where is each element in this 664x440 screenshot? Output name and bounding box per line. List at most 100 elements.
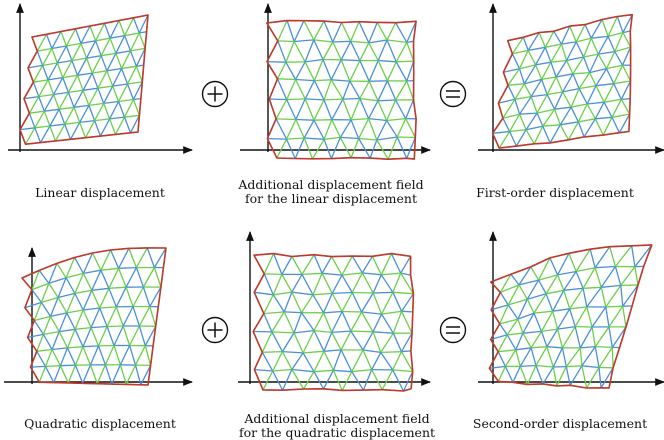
mesh-edge [275,99,288,120]
mesh-edge [283,291,293,313]
mesh-edge [517,312,535,320]
mesh-edge [74,309,84,330]
mesh-edge [341,292,353,312]
mesh-edge [65,257,76,279]
mesh-edge [517,318,524,334]
mesh-edge [351,255,363,274]
mesh-edge [518,284,528,300]
mesh-edge [85,57,93,74]
mesh-edge [591,35,609,39]
mesh-edge [34,127,42,143]
mesh-edge [91,55,102,74]
mesh-edge [361,311,382,315]
mesh-edge [605,68,615,84]
mesh-edge [302,352,315,373]
mesh-edge [263,311,285,315]
mesh-edge [118,98,134,103]
mesh-edge [567,121,579,141]
mesh-edge [350,40,369,44]
mesh-edge [634,244,653,268]
mesh-edge [531,346,547,349]
mesh-edge [110,249,120,269]
mesh-edge [350,117,369,121]
mesh-edge [82,90,90,106]
mesh-edge [507,83,525,86]
mesh-edge [33,302,43,321]
mesh-edge [106,326,115,346]
mesh-edge [286,98,306,101]
mesh-edge [340,136,359,140]
mesh-edge [340,41,352,61]
mesh-edge [83,307,100,311]
mesh-edge [115,53,123,69]
mesh-edge [583,118,596,138]
mesh-edge [122,306,134,327]
mesh-edge [359,97,379,102]
mesh-edge [129,115,140,134]
mesh-edge [74,329,84,347]
mesh-edge [60,364,76,367]
mesh-edge [33,320,44,335]
mesh-edge [272,294,285,313]
mesh-panel-first-order [478,3,664,154]
mesh-edge [497,351,506,367]
mesh-edge [323,20,334,43]
mesh-edge [285,119,297,140]
mesh-edge [405,118,416,138]
mesh-edge [372,292,383,315]
mesh-edge [514,95,532,100]
mesh-edge [359,42,370,61]
mesh-edge [91,269,102,291]
mesh-edge [550,61,557,78]
mesh-edge [272,370,284,391]
mesh-edge [103,100,119,105]
mesh-edge [91,325,108,329]
caption-second-order: Second-order displacement [472,416,648,431]
mesh-edge [115,35,126,54]
mesh-edge [594,118,604,136]
mesh-edge [377,100,388,121]
mesh-edge [507,84,516,100]
mesh-edge [361,311,374,333]
mesh-edge [114,116,126,135]
mesh-edge [560,121,579,126]
mesh-edge [312,273,323,296]
mesh-edge [540,331,548,347]
mesh-edge [350,98,361,121]
mesh-edge [597,53,608,69]
mesh-edge [542,125,551,144]
mesh-edge [68,89,84,94]
mesh-edge [515,332,524,351]
mesh-edge [556,274,565,291]
mesh-edge [594,246,611,269]
mesh-edge [132,286,144,307]
mesh-edge [498,131,511,149]
mesh-edge [563,290,571,309]
mesh-edge [489,365,506,369]
mesh-edge [38,366,47,383]
mesh-edge [555,60,568,78]
mesh-edge [552,308,570,312]
mesh-edge [109,101,120,120]
mesh-edge [607,31,624,38]
mesh-edge [400,272,414,295]
mesh-edge [302,330,315,354]
mesh-edge [560,43,568,61]
mesh-edge [94,40,102,56]
mesh-edge [386,39,397,63]
mesh-edge [341,274,353,293]
mesh-edge [351,272,363,293]
mesh-edge [352,291,374,294]
mesh-edge [254,368,273,372]
mesh-edge [519,366,529,385]
mesh-edge [589,72,597,86]
mesh-edge [373,291,393,294]
mesh-edge [323,119,333,140]
mesh-edge [277,20,288,42]
mesh-edge [104,364,113,385]
mesh-edge [138,14,149,34]
mesh-edge [490,334,508,341]
mesh-edge [323,293,333,314]
mesh-boundary [488,244,653,389]
